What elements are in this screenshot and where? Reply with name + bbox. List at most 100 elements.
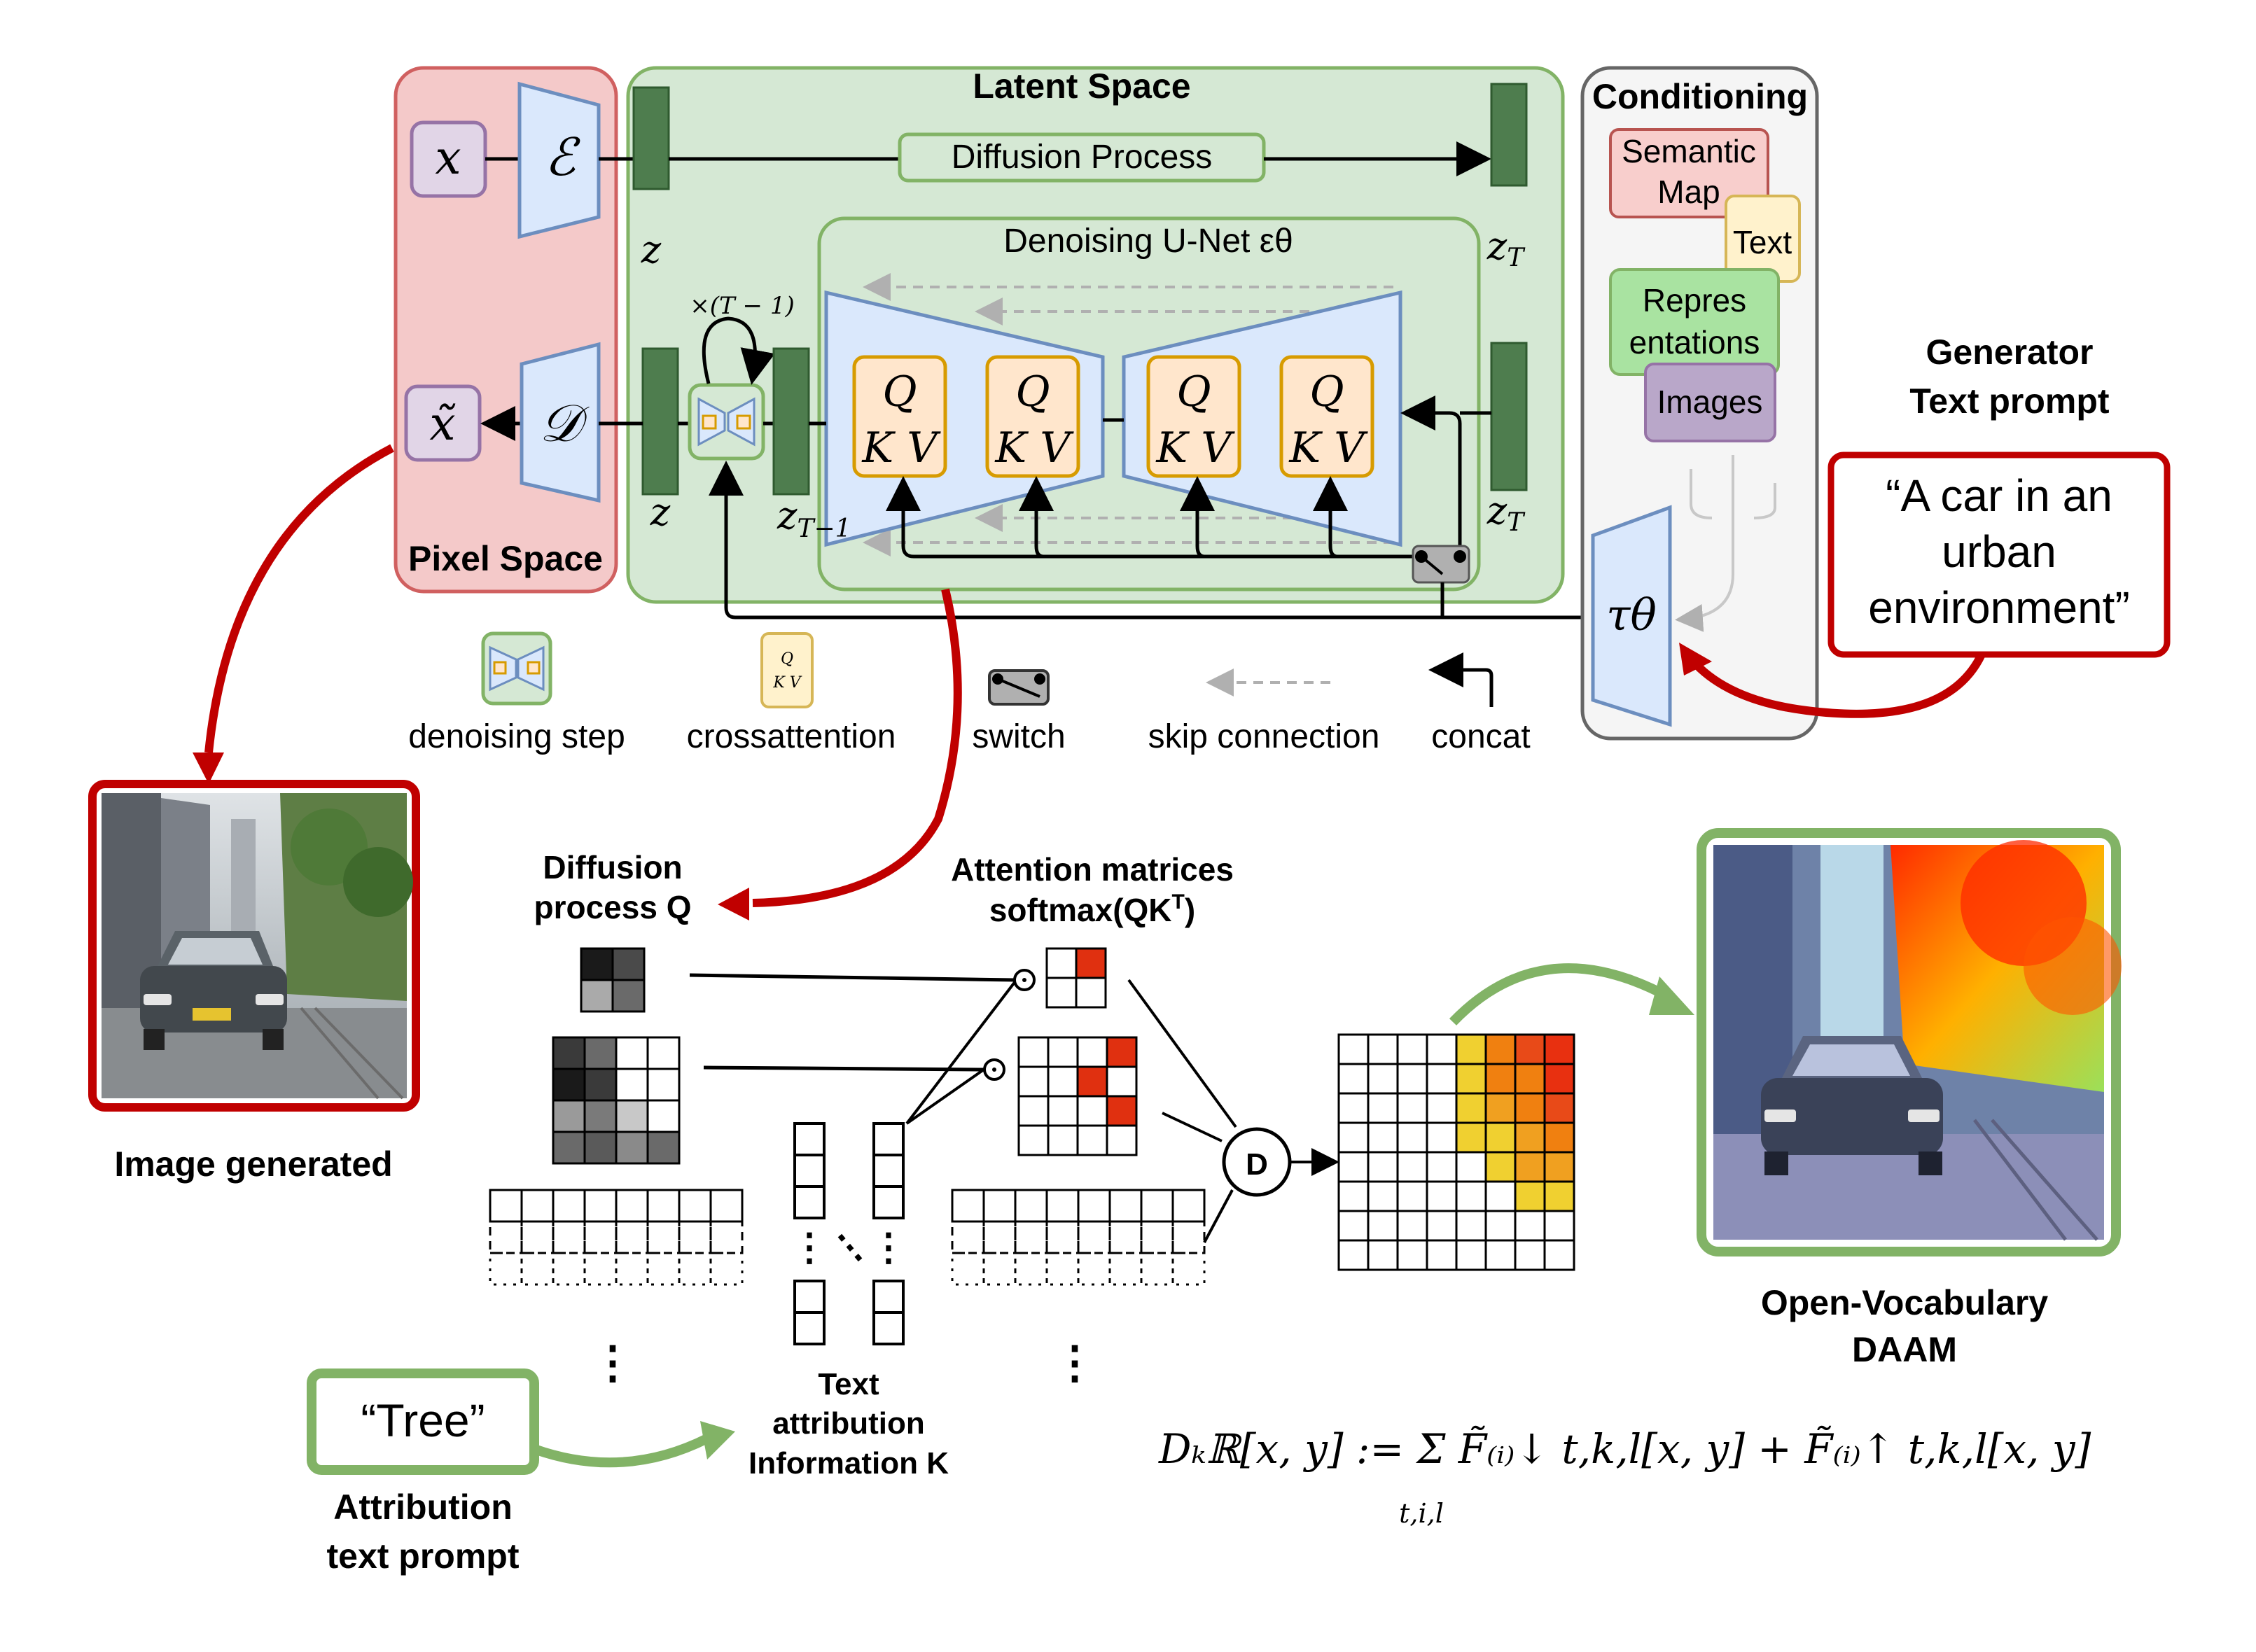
grid-cell <box>1396 1092 1428 1124</box>
q-cell <box>646 1068 681 1102</box>
heat-cell <box>1514 1180 1546 1212</box>
pixel-to-image-arrow <box>204 444 394 753</box>
q-cell <box>615 1068 649 1102</box>
legend-switch: switch <box>972 669 1066 755</box>
diffusion-q-label-1: Diffusion <box>543 849 682 886</box>
legend-denoising-label: denoising step <box>408 718 625 755</box>
car-graphic <box>140 931 287 1050</box>
token-cell <box>520 1189 555 1223</box>
grid-cell <box>1514 1210 1546 1242</box>
token-cell-dashed <box>1077 1220 1111 1254</box>
attn-cell-active <box>1076 1065 1108 1098</box>
attention-matrix-small <box>1045 947 1107 1009</box>
formula-subscript: t,i,l <box>1399 1498 1444 1529</box>
grid-cell <box>1337 1239 1370 1271</box>
k-dots-1: ⋮ <box>791 1226 828 1268</box>
attn-cell <box>1075 976 1107 1009</box>
diffusion-process-box: Diffusion Process <box>898 132 1266 183</box>
svg-text:Q: Q <box>1309 368 1344 416</box>
token-cell-dashed <box>709 1220 744 1254</box>
token-cell-dashed <box>520 1220 555 1254</box>
attn-cell <box>1106 1124 1138 1156</box>
q-cell <box>552 1130 586 1165</box>
token-cell-dashed <box>951 1220 985 1254</box>
x-input-node: x <box>410 120 487 198</box>
q-cell <box>583 1099 618 1133</box>
generated-image-frame <box>88 780 420 1112</box>
grid-cell <box>1396 1180 1428 1212</box>
grid-cell <box>1426 1151 1458 1183</box>
latent-zT-bar-bottom <box>1490 342 1528 491</box>
decoder-block: 𝒟 <box>520 342 601 503</box>
token-cell <box>1171 1189 1206 1223</box>
svg-text:entations: entations <box>1629 324 1760 360</box>
grid-cell <box>1337 1063 1370 1095</box>
token-cell-dashed <box>1045 1252 1080 1286</box>
legend-crossattention-label: crossattention <box>687 718 896 755</box>
attn-cell <box>1045 976 1078 1009</box>
q-cell <box>583 1036 618 1070</box>
heat-cell <box>1484 1033 1517 1065</box>
encoder-symbol: ℰ <box>545 127 581 188</box>
text-k-columns <box>793 1122 905 1345</box>
tau-encoder: τθ <box>1591 505 1672 727</box>
q-cell <box>583 1068 618 1102</box>
heat-cell <box>1484 1151 1517 1183</box>
svg-text:Q: Q <box>882 368 917 416</box>
open-vocab-label-1: Open-Vocabulary <box>1761 1283 2048 1322</box>
token-cell-dashed <box>489 1252 523 1286</box>
loop-label: ×(T − 1) <box>690 292 794 320</box>
grid-cell <box>1484 1239 1517 1271</box>
tau-symbol: τθ <box>1606 589 1657 640</box>
svg-text:Map: Map <box>1657 174 1720 210</box>
heat-cell <box>1514 1092 1546 1124</box>
heat-cell <box>1543 1151 1575 1183</box>
daam-heatmap-frame <box>1697 828 2122 1256</box>
token-cell <box>982 1189 1017 1223</box>
attn-cell <box>1076 1124 1108 1156</box>
conditioning-routes <box>886 396 1462 559</box>
grid-cell <box>1455 1210 1487 1242</box>
cond-representations: Repres entations <box>1609 268 1780 376</box>
attn-cell <box>1045 947 1078 979</box>
q-cell <box>646 1036 681 1070</box>
cond-branch-lines <box>1675 455 1776 632</box>
attribution-label-1: Attribution <box>333 1488 512 1527</box>
grid-cell <box>1455 1151 1487 1183</box>
token-cell-dashed <box>1108 1220 1143 1254</box>
token-cell <box>1108 1189 1143 1223</box>
token-cell-dashed <box>1014 1220 1048 1254</box>
attribution-prompt-box: “Tree” <box>307 1368 539 1475</box>
token-cell <box>646 1189 681 1223</box>
grid-cell <box>1426 1033 1458 1065</box>
grid-cell <box>1543 1210 1575 1242</box>
latent-zT-1-bar <box>772 347 810 496</box>
heat-cell <box>1543 1121 1575 1154</box>
heat-cell <box>1514 1121 1546 1154</box>
attn-cell <box>1017 1095 1050 1127</box>
token-cell-dashed <box>646 1252 681 1286</box>
token-cell <box>1140 1189 1174 1223</box>
token-cell-dashed <box>615 1220 649 1254</box>
legend-skip: skip connection <box>1148 668 1379 755</box>
latent-space-label: Latent Space <box>973 66 1190 106</box>
attention-matrix-large <box>1017 1036 1138 1156</box>
heat-cell <box>1514 1063 1546 1095</box>
k-grid-ellipsis: ⋮ <box>1052 1337 1097 1387</box>
text-attr-label-3: Information K <box>748 1446 949 1480</box>
attribution-label-2: text prompt <box>327 1536 520 1576</box>
grid-cell <box>1337 1151 1370 1183</box>
diffusion-q-label-2: process Q <box>534 889 692 925</box>
generator-prompt-box: “A car in an urban environment” <box>1827 451 2171 658</box>
grid-cell <box>1396 1151 1428 1183</box>
heat-cell <box>1543 1063 1575 1095</box>
grid-cell <box>1426 1121 1458 1154</box>
token-cell <box>1014 1189 1048 1223</box>
grid-cell <box>1396 1121 1428 1154</box>
z-label-top: z <box>641 227 662 272</box>
grid-cell <box>1484 1180 1517 1212</box>
denoising-step-node <box>688 383 765 461</box>
q-matrix-large <box>552 1036 681 1165</box>
token-cell-dashed <box>615 1252 649 1286</box>
grid-cell <box>1426 1063 1458 1095</box>
